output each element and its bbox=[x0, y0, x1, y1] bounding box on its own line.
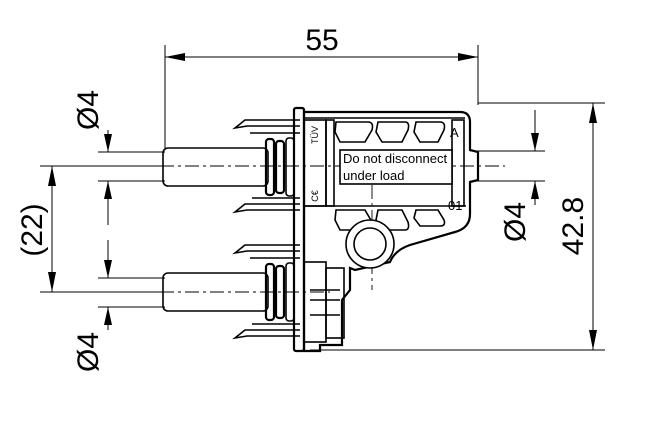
dia-bottom-left-label: Ø4 bbox=[72, 332, 105, 372]
warning-label-line2: under load bbox=[343, 168, 404, 183]
bottom-pin bbox=[162, 262, 295, 322]
dimension-dia-right: Ø4 bbox=[470, 110, 545, 242]
mark-a: A bbox=[450, 125, 459, 140]
latch-clips bbox=[232, 119, 300, 340]
dimension-width: 55 bbox=[164, 24, 479, 150]
dia-top-left-label: Ø4 bbox=[72, 90, 105, 130]
dimension-pitch: (22) bbox=[16, 165, 165, 293]
dimension-height: 42.8 bbox=[310, 102, 605, 351]
mark-cert: C€ bbox=[310, 190, 320, 202]
mark-tuv: TÜV bbox=[310, 126, 320, 144]
mark-01: 01 bbox=[448, 198, 462, 213]
width-dimension-label: 55 bbox=[305, 24, 338, 57]
top-pin bbox=[162, 137, 295, 197]
warning-label-line1: Do not disconnect bbox=[343, 151, 447, 166]
dimension-dia-top-left: Ø4 bbox=[72, 90, 165, 225]
connector-body bbox=[292, 106, 480, 353]
dia-right-label: Ø4 bbox=[499, 202, 532, 242]
dimension-dia-bottom-left: Ø4 bbox=[72, 240, 165, 372]
pitch-dimension-label: (22) bbox=[16, 203, 49, 256]
height-dimension-label: 42.8 bbox=[557, 197, 590, 255]
